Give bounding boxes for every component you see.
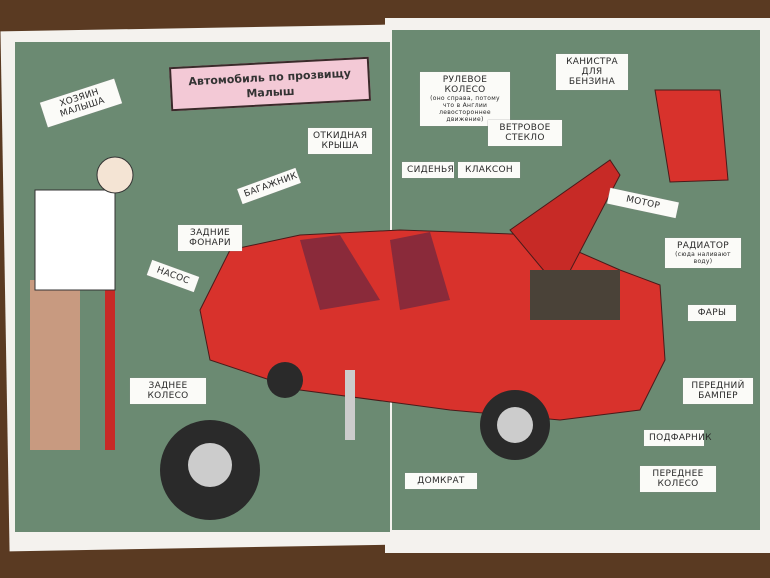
radiator-title: Радиатор <box>677 241 729 251</box>
steering-note: (оно справа, потому что в Англии левосто… <box>430 95 500 123</box>
label-sidelight: Подфарник <box>644 430 712 446</box>
label-steering: Рулевое колесо (оно справа, потому что в… <box>420 72 510 126</box>
radiator-note: (сюда наливают воду) <box>675 251 731 265</box>
label-headlights: Фары <box>688 305 736 321</box>
label-radiator: Радиатор (сюда наливают воду) <box>665 238 741 268</box>
label-jack: Домкрат <box>405 473 477 489</box>
label-rear-wheel: Заднее колесо <box>130 378 206 404</box>
label-taillights: Задние фонари <box>178 225 242 251</box>
label-windshield: Ветровое стекло <box>488 120 562 146</box>
label-roof: Откидная крыша <box>308 128 372 154</box>
label-seats: Сиденья <box>402 162 454 178</box>
label-horn: Клаксон <box>458 162 520 178</box>
label-front-wheel: Переднее колесо <box>640 466 716 492</box>
label-bumper: Передний бампер <box>683 378 753 404</box>
steering-title: Рулевое колесо <box>442 75 488 95</box>
label-canister: Канистра для бензина <box>556 54 628 90</box>
